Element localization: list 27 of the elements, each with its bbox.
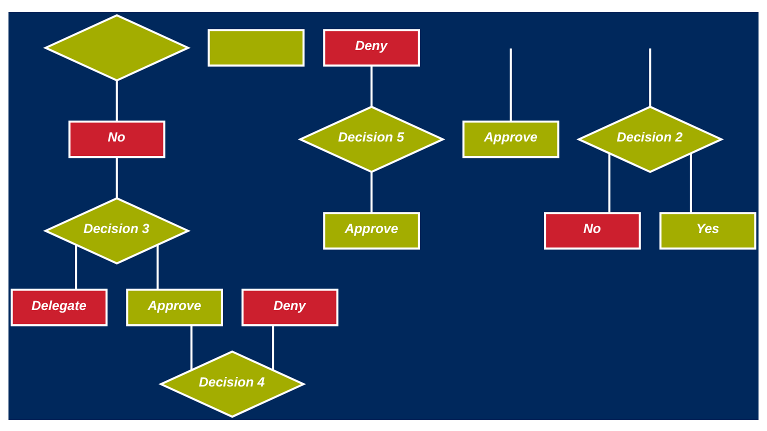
node-box: Deny	[323, 28, 420, 66]
node-box: No	[68, 120, 166, 158]
connector	[510, 48, 512, 122]
node-box: Deny	[242, 288, 338, 326]
node-box: Approve	[323, 212, 420, 250]
connector	[608, 153, 610, 212]
node-diamond: Decision 3	[43, 196, 191, 264]
connector	[370, 65, 373, 106]
node-box	[208, 28, 305, 66]
node-box: Delegate	[10, 288, 108, 326]
connector	[370, 172, 373, 212]
connector	[156, 244, 159, 290]
node-box: Approve	[126, 288, 223, 326]
connector	[649, 48, 652, 106]
connector	[116, 156, 118, 198]
node-box: No	[544, 212, 641, 250]
node-box: Yes	[659, 212, 756, 250]
connector	[190, 324, 192, 370]
connector	[272, 324, 274, 370]
node-diamond	[43, 14, 191, 82]
connector	[116, 80, 118, 121]
node-box: Approve	[462, 120, 560, 158]
node-diamond: Decision 5	[298, 105, 446, 173]
connector	[75, 244, 78, 290]
node-diamond: Decision 4	[158, 350, 306, 418]
connector	[690, 153, 692, 212]
node-diamond: Decision 2	[576, 105, 724, 173]
